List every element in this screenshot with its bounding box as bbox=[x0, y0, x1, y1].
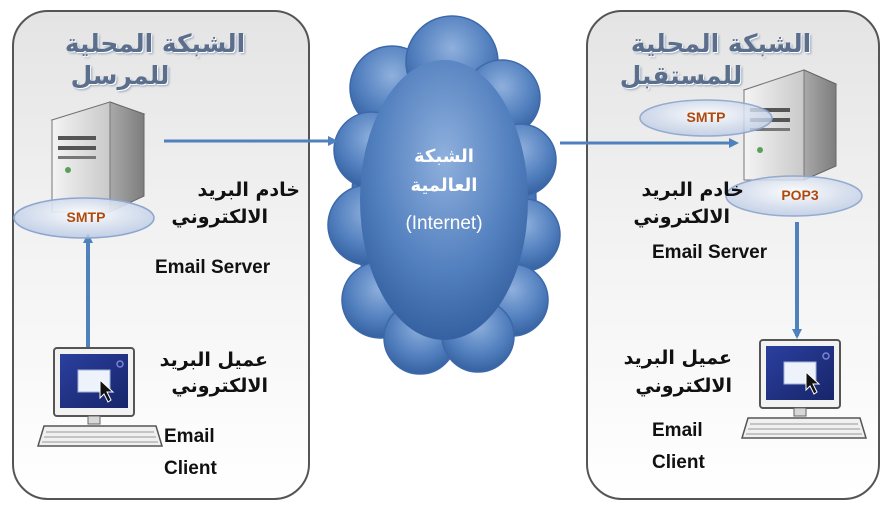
sender-server-label-ar2: الالكتروني bbox=[171, 206, 268, 228]
receiver-server-label-ar: خادم البريد bbox=[641, 179, 744, 201]
sender-client-label-ar: عميل البريد bbox=[159, 349, 268, 371]
sender-server-icon bbox=[50, 101, 146, 213]
receiver-client-label-en1: Email bbox=[652, 420, 703, 441]
receiver-network-title-line1: الشبكة المحلية bbox=[630, 29, 812, 58]
receiver-client-label-ar: عميل البريد bbox=[623, 347, 732, 369]
receiver-client-computer-icon bbox=[740, 339, 868, 439]
sender-server-label-en: Email Server bbox=[155, 257, 271, 278]
sender-client-computer-icon bbox=[36, 347, 164, 447]
receiver-smtp-label: SMTP bbox=[686, 109, 726, 125]
sender-smtp-ellipse bbox=[13, 197, 155, 239]
receiver-network-title-line2: للمستقبل bbox=[619, 61, 743, 90]
sender-smtp-label: SMTP bbox=[66, 209, 106, 225]
sender-local-network-panel bbox=[12, 10, 310, 500]
receiver-smtp-ellipse bbox=[639, 99, 773, 137]
sender-server-label-ar: خادم البريد bbox=[197, 179, 300, 201]
sender-client-label-ar2: الالكتروني bbox=[171, 375, 268, 397]
internet-label-ar1: الشبكة bbox=[414, 146, 474, 167]
sender-client-label-en2: Client bbox=[164, 458, 217, 479]
receiver-server-label-ar2: الالكتروني bbox=[633, 206, 730, 228]
receiver-pop3-ellipse bbox=[725, 175, 863, 217]
receiver-pop3-label: POP3 bbox=[781, 187, 819, 203]
internet-cloud bbox=[327, 15, 561, 375]
receiver-client-label-ar2: الالكتروني bbox=[635, 375, 732, 397]
internet-label-ar2: العالمية bbox=[410, 175, 478, 196]
internet-label-en: (Internet) bbox=[405, 213, 483, 234]
receiver-server-label-en: Email Server bbox=[652, 242, 768, 263]
sender-network-title-line2: للمرسل bbox=[70, 61, 170, 90]
sender-network-title-line1: الشبكة المحلية bbox=[64, 29, 246, 58]
receiver-client-label-en2: Client bbox=[652, 452, 705, 473]
sender-client-label-en1: Email bbox=[164, 426, 215, 447]
